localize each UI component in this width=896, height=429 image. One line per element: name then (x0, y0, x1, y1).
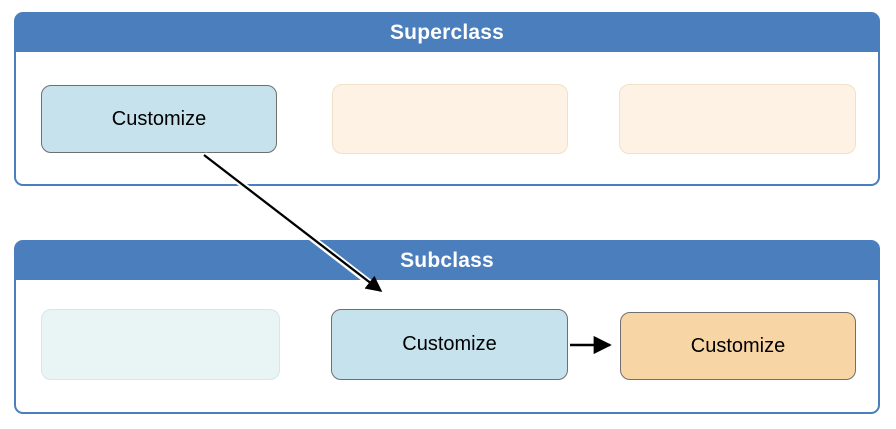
subclass-customize-orange-box: Customize (620, 312, 856, 380)
subclass-header: Subclass (16, 242, 878, 280)
superclass-header: Superclass (16, 14, 878, 52)
subclass-customize-box: Customize (331, 309, 568, 380)
superclass-customize-label: Customize (111, 107, 207, 130)
superclass-title: Superclass (389, 21, 505, 44)
subclass-placeholder-box (41, 309, 280, 380)
subclass-customize-orange-label: Customize (690, 334, 786, 357)
superclass-placeholder-box-1 (332, 84, 568, 154)
subclass-customize-label: Customize (402, 333, 497, 355)
superclass-placeholder-box-2 (619, 84, 856, 154)
subclass-title: Subclass (400, 249, 494, 272)
superclass-customize-box: Customize (41, 85, 277, 153)
